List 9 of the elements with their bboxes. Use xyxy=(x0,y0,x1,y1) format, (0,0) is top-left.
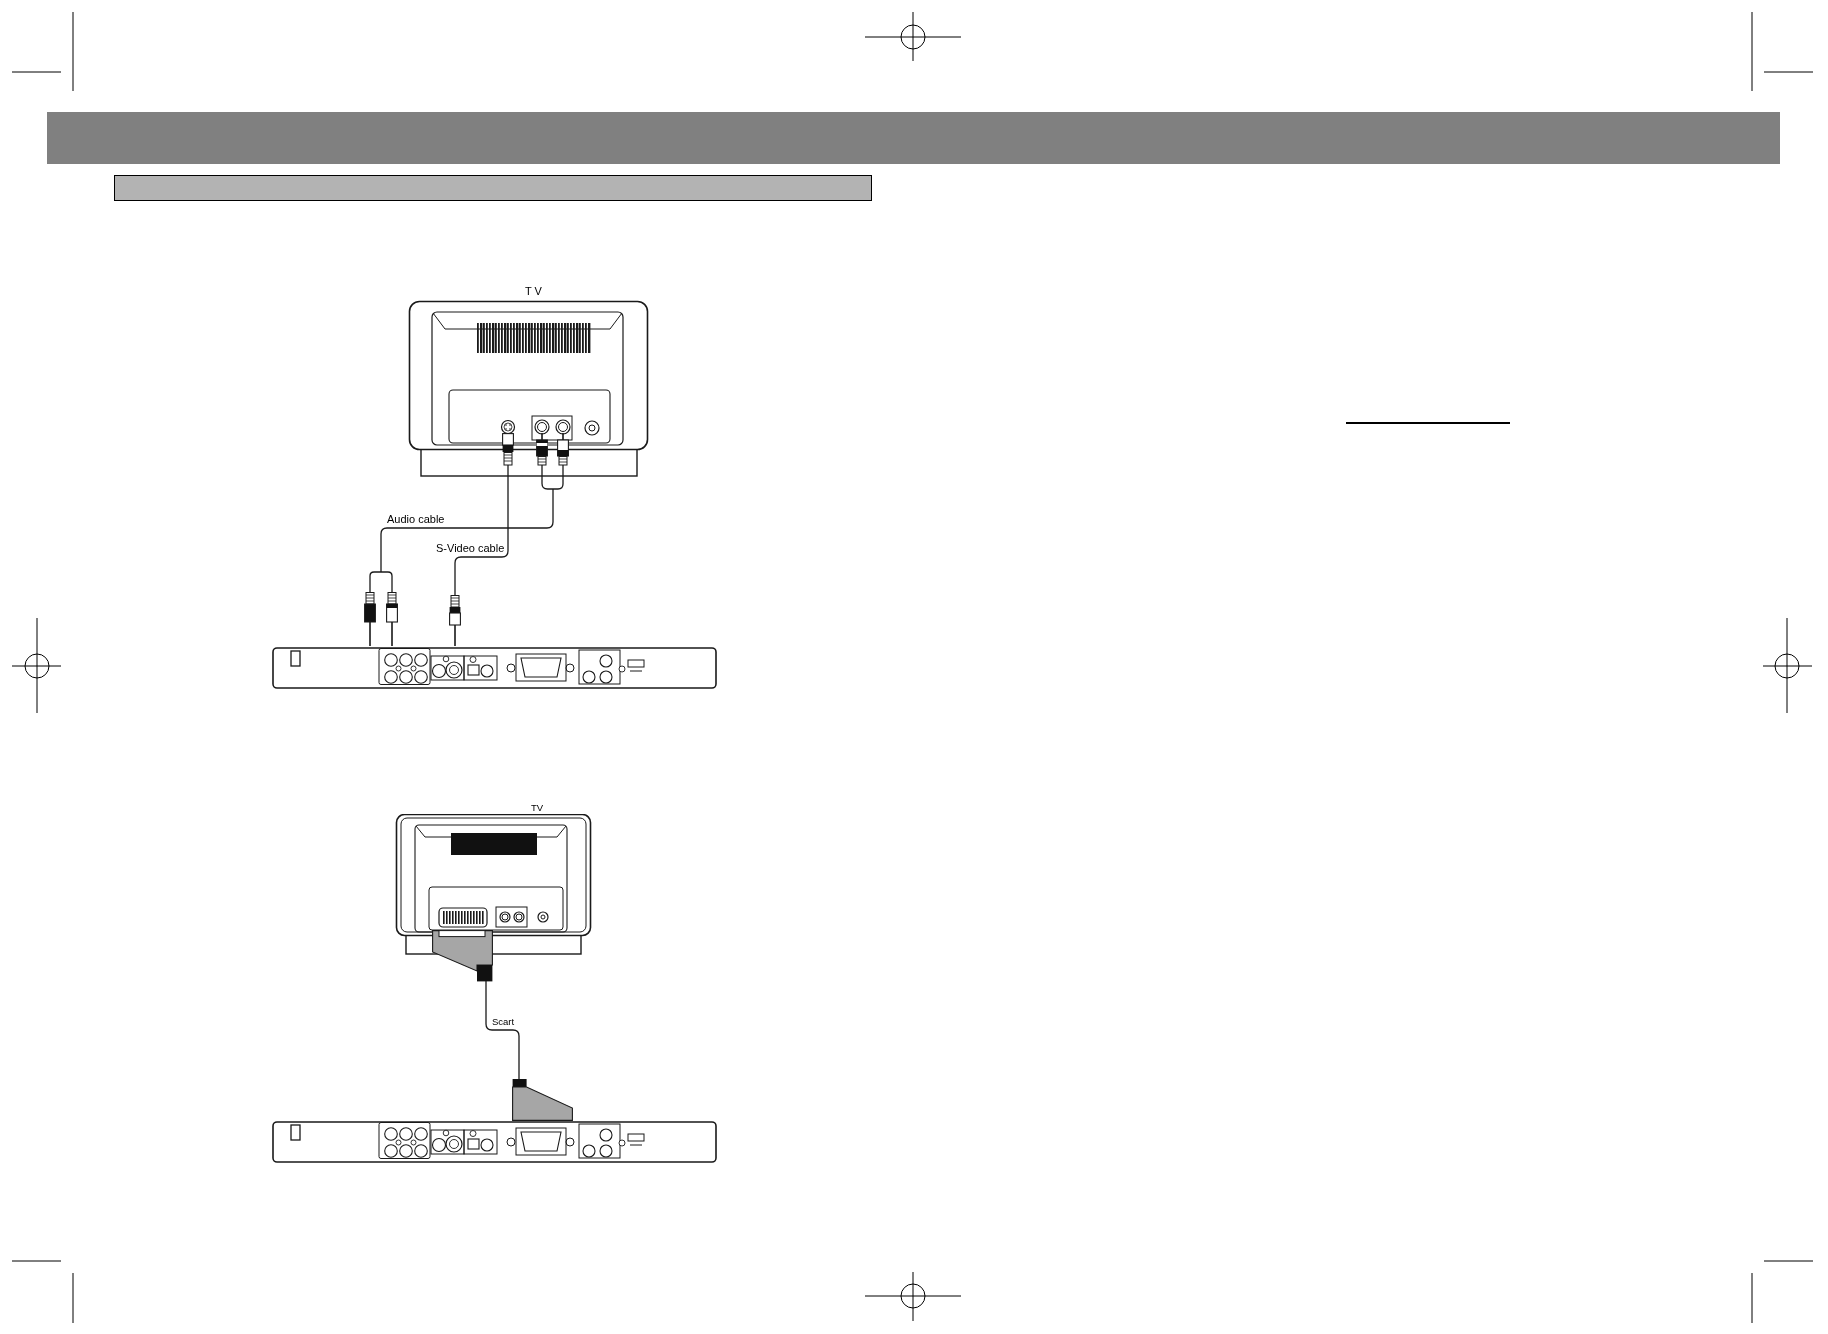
device-label: T V xyxy=(525,285,542,298)
cable-line xyxy=(485,992,520,1068)
section-title-bar xyxy=(114,175,872,201)
edge-label: S-Video cable xyxy=(435,542,506,555)
edge-label: Scart xyxy=(491,1017,516,1028)
cable-line xyxy=(454,476,509,581)
edge-label: Audio cable xyxy=(386,513,446,526)
device-label: TV xyxy=(531,803,544,814)
cable-line xyxy=(369,476,564,581)
